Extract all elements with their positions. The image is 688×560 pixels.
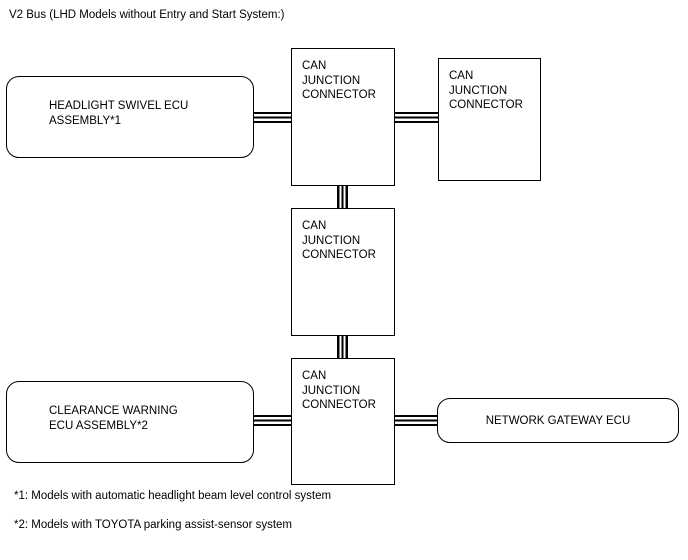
node-clearance-warning-ecu[interactable]: CLEARANCE WARNING ECU ASSEMBLY*2 [6,381,254,463]
diagram-title: V2 Bus (LHD Models without Entry and Sta… [9,9,285,21]
node-clearance-warning-ecu-label: CLEARANCE WARNING ECU ASSEMBLY*2 [49,405,178,432]
node-can-junction-connector-right-label: CAN JUNCTION CONNECTOR [449,70,523,111]
node-network-gateway-ecu-label: NETWORK GATEWAY ECU [485,415,631,427]
node-headlight-swivel-ecu[interactable]: HEADLIGHT SWIVEL ECU ASSEMBLY*1 [6,76,254,158]
node-network-gateway-ecu[interactable]: NETWORK GATEWAY ECU [437,398,679,443]
node-headlight-swivel-ecu-label: HEADLIGHT SWIVEL ECU ASSEMBLY*1 [49,100,189,127]
bus-link-headlight-to-can-top [248,112,296,123]
node-can-junction-connector-right[interactable]: CAN JUNCTION CONNECTOR [438,58,541,181]
bus-link-can-bottom-to-gateway [391,415,441,426]
bus-link-clearance-to-can-bottom [248,415,296,426]
node-can-junction-connector-middle[interactable]: CAN JUNCTION CONNECTOR [291,208,395,336]
node-can-junction-connector-bottom-label: CAN JUNCTION CONNECTOR [302,370,376,411]
bus-link-can-top-to-can-right [391,112,441,123]
footnote-1: *1: Models with automatic headlight beam… [14,490,332,502]
footnote-2: *2: Models with TOYOTA parking assist-se… [14,519,293,531]
bus-link-can-middle-to-can-bottom [337,331,348,362]
node-can-junction-connector-top-label: CAN JUNCTION CONNECTOR [302,60,376,101]
node-can-junction-connector-bottom[interactable]: CAN JUNCTION CONNECTOR [291,358,395,485]
node-can-junction-connector-middle-label: CAN JUNCTION CONNECTOR [302,220,376,261]
bus-link-can-top-to-can-middle [337,185,348,213]
node-can-junction-connector-top[interactable]: CAN JUNCTION CONNECTOR [291,48,395,186]
